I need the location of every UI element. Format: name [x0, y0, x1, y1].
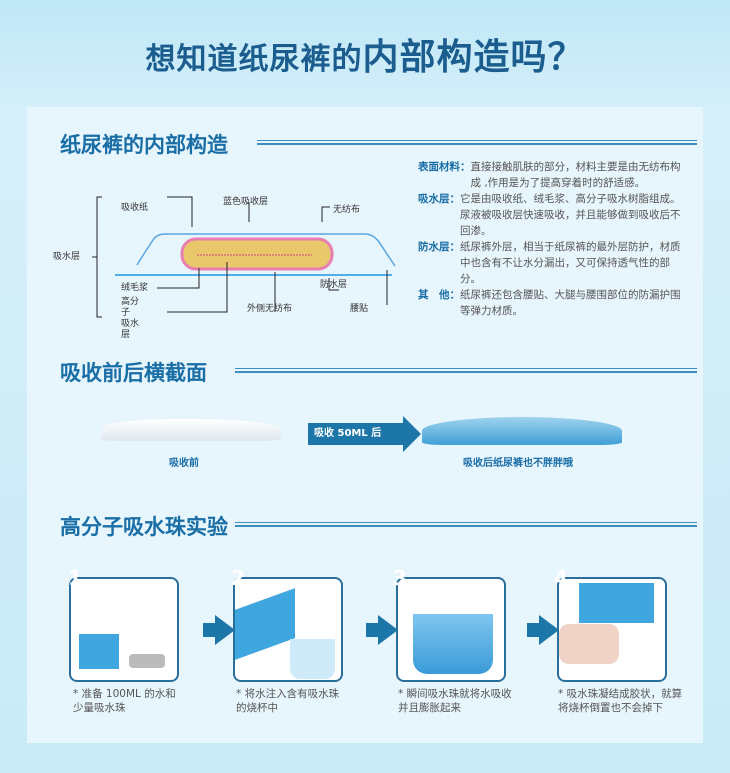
step-1-badge: 1 — [61, 565, 89, 593]
desc-text: 直接接触肌肤的部分，材料主要是由无纺布构成 ,作用是为了提高穿着时的舒适感。 — [470, 161, 681, 189]
label-nonwoven: 无纺布 — [333, 205, 361, 215]
step-4-badge: 4 — [547, 565, 575, 593]
desc-key: 表面材料： — [418, 161, 471, 173]
section-title-cross: 吸收前后横截面 — [60, 361, 207, 385]
step-4-image — [557, 577, 667, 682]
diaper-after-image — [422, 417, 622, 445]
diaper-before-image — [100, 419, 284, 441]
step-3-badge: 3 — [386, 565, 414, 593]
title-part1: 想知道纸尿裤的 — [145, 42, 363, 77]
label-waterproof: 防水层 — [320, 280, 348, 290]
label-absorb-paper: 吸收纸 — [121, 203, 149, 213]
label-sap: 高分子 吸水层 — [121, 297, 140, 340]
section-title-structure: 纸尿裤的内部构造 — [60, 133, 228, 157]
desc-key: 吸水层： — [418, 193, 460, 205]
step-3-caption: * 瞬间吸水珠就将水吸收并且膨胀起来 — [398, 688, 512, 714]
desc-text: 纸尿裤还包含腰贴、大腿与腰围部位的防漏护围等弹力材质。 — [460, 289, 681, 317]
desc-absorb: 吸水层：它是由吸收纸、绒毛浆、高分子吸水树脂组成。尿液被吸收层快速吸收，并且能够… — [418, 191, 688, 239]
absorb-arrow: 吸收 50ML 后 — [308, 423, 403, 445]
step-2-badge: 2 — [224, 565, 252, 593]
caption-before: 吸收前 — [169, 458, 199, 469]
arrow-head — [403, 416, 421, 452]
arrow-right-icon — [203, 615, 235, 645]
content-panel: 纸尿裤的内部构造 吸收纸 蓝色吸收层 无纺布 吸水层 绒毛浆 高分子 吸水层 外… — [27, 107, 703, 743]
page-title: 想知道纸尿裤的内部构造吗？ — [0, 28, 730, 80]
arrow-right-icon — [527, 615, 559, 645]
desc-surface: 表面材料：直接接触肌肤的部分，材料主要是由无纺布构成 ,作用是为了提高穿着时的舒… — [418, 159, 688, 191]
label-fluff: 绒毛浆 — [121, 283, 149, 293]
desc-key: 防水层： — [418, 241, 460, 253]
arrow-label: 吸收 50ML 后 — [314, 428, 382, 439]
desc-text: 它是由吸收纸、绒毛浆、高分子吸水树脂组成。尿液被吸收层快速吸收，并且能够做到吸收… — [460, 193, 681, 237]
label-blue-layer: 蓝色吸收层 — [223, 197, 269, 207]
step-1-image — [69, 577, 179, 682]
desc-waterproof: 防水层：纸尿裤外层，相当于纸尿裤的最外层防护，材质中也含有不让水分漏出，又可保持… — [418, 239, 688, 287]
desc-other: 其 他：纸尿裤还包含腰贴、大腿与腰围部位的防漏护围等弹力材质。 — [418, 287, 688, 319]
step-2-image — [233, 577, 343, 682]
label-outer-nonwoven: 外侧无纺布 — [247, 304, 293, 314]
step-3-image — [396, 577, 506, 682]
desc-key: 其 他： — [418, 289, 460, 301]
desc-text: 纸尿裤外层，相当于纸尿裤的最外层防护，材质中也含有不让水分漏出，又可保持透气性的… — [460, 241, 681, 285]
label-waist: 腰贴 — [350, 304, 369, 314]
diaper-structure-diagram — [92, 196, 396, 318]
divider — [235, 368, 697, 373]
step-4-caption: * 吸水珠凝结成胶状，就算将烧杯倒置也不会掉下 — [558, 688, 683, 714]
step-2-caption: * 将水注入含有吸水珠的烧杯中 — [236, 688, 340, 714]
title-part2: 内部构造吗？ — [362, 37, 585, 78]
caption-after: 吸收后纸尿裤也不胖胖哦 — [463, 458, 573, 469]
material-descriptions: 表面材料：直接接触肌肤的部分，材料主要是由无纺布构成 ,作用是为了提高穿着时的舒… — [418, 159, 688, 319]
divider — [235, 522, 697, 527]
step-1-caption: * 准备 100ML 的水和少量吸水珠 — [73, 688, 176, 714]
section-title-experiment: 高分子吸水珠实验 — [60, 515, 228, 539]
label-absorbent-layer: 吸水层 — [53, 252, 81, 262]
divider — [257, 140, 697, 145]
arrow-right-icon — [366, 615, 398, 645]
